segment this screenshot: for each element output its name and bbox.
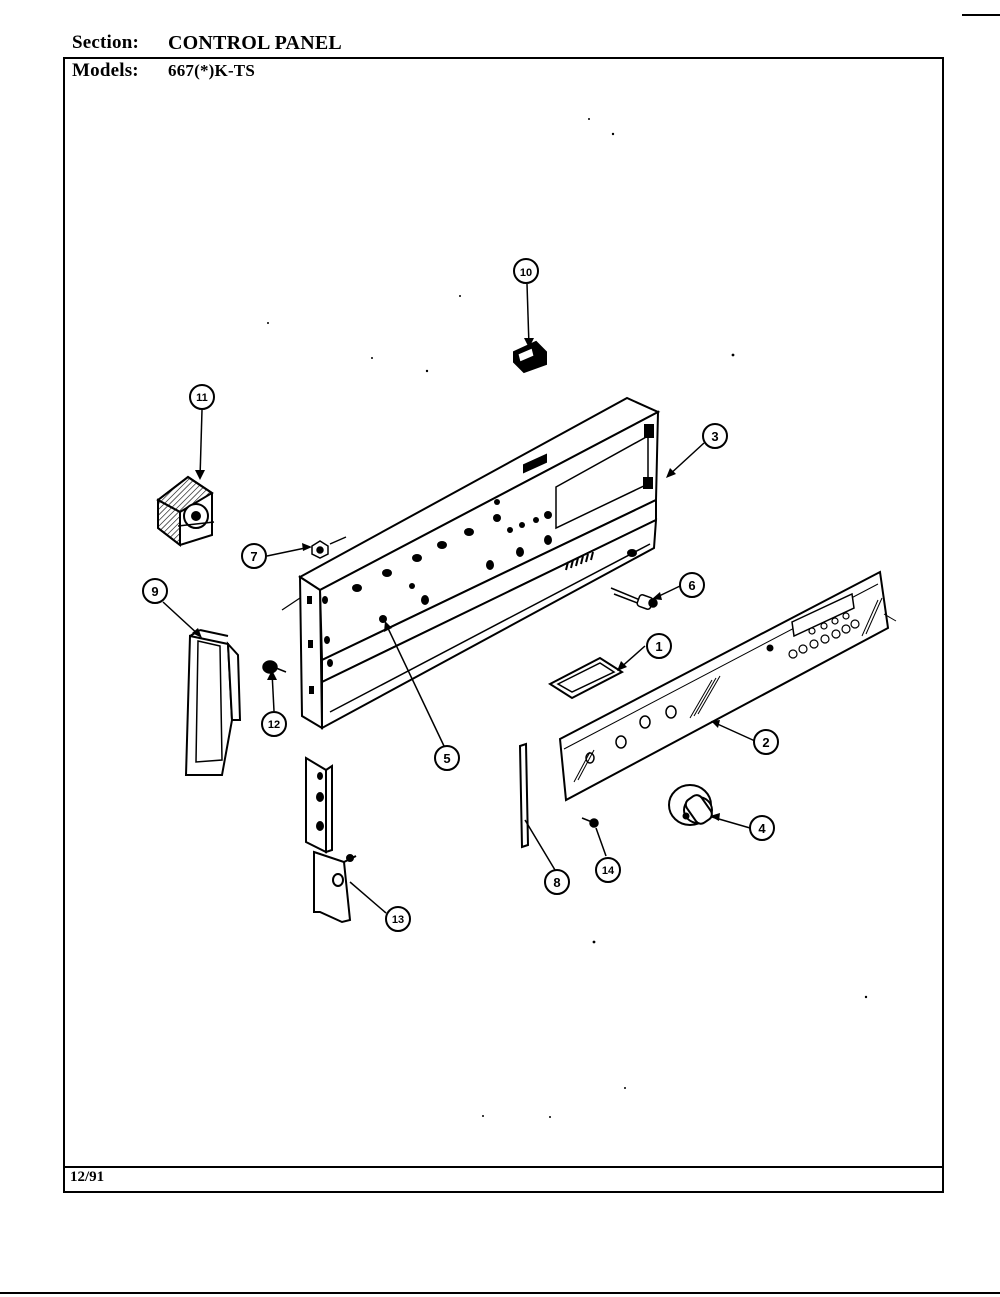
svg-text:12: 12 [268, 719, 280, 731]
page-bottom-rule [0, 1292, 1000, 1294]
control-panel-housing [281, 396, 661, 730]
svg-text:4: 4 [758, 821, 766, 836]
part-12-screw [262, 660, 287, 674]
callouts: 1 2 3 4 5 6 7 8 [142, 258, 779, 932]
callout-13: 13 [385, 906, 411, 932]
callout-14: 14 [595, 857, 621, 883]
svg-text:1: 1 [655, 639, 662, 654]
part-14-screw [581, 817, 599, 828]
scan-specks [267, 118, 868, 1118]
callout-8: 8 [544, 869, 570, 895]
section-label: Section: [72, 32, 140, 53]
part-6-connector [610, 587, 658, 610]
revision-date: 12/91 [70, 1169, 105, 1185]
callout-6: 6 [679, 572, 705, 598]
callout-2: 2 [753, 729, 779, 755]
callout-1: 1 [646, 633, 672, 659]
part-13-bracket [305, 756, 357, 924]
models-label: Models: [72, 60, 139, 81]
svg-text:9: 9 [151, 584, 158, 599]
callout-4: 4 [749, 815, 775, 841]
diagram-frame [63, 57, 944, 1193]
callout-5: 5 [434, 745, 460, 771]
svg-text:7: 7 [250, 549, 257, 564]
callout-9: 9 [142, 578, 168, 604]
svg-text:10: 10 [520, 267, 532, 279]
callout-3: 3 [702, 423, 728, 449]
part-9-side-trim [184, 629, 242, 776]
part-8-trim-strip [518, 742, 530, 849]
svg-text:8: 8 [553, 875, 560, 890]
leader-arrowheads [192, 338, 720, 821]
page-top-rule [962, 14, 1000, 16]
svg-text:2: 2 [762, 735, 769, 750]
callout-10: 10 [513, 258, 539, 284]
svg-text:11: 11 [196, 392, 208, 404]
svg-text:5: 5 [443, 751, 450, 766]
footer-divider [63, 1166, 944, 1168]
section-title: CONTROL PANEL [168, 32, 342, 54]
svg-text:6: 6 [688, 578, 695, 593]
callout-12: 12 [261, 711, 287, 737]
svg-text:3: 3 [711, 429, 718, 444]
part-2-front-panel [558, 570, 897, 802]
part-11-clock-module [156, 475, 215, 548]
part-1-display-lens [548, 656, 624, 700]
callout-7: 7 [241, 543, 267, 569]
svg-text:14: 14 [602, 865, 615, 877]
models-value: 667(*)K-TS [168, 61, 255, 80]
svg-text:13: 13 [392, 914, 404, 926]
part-10-switch [513, 340, 547, 374]
part-7-nut [311, 536, 347, 559]
part-4-knob [668, 784, 713, 826]
callout-11: 11 [189, 384, 215, 410]
